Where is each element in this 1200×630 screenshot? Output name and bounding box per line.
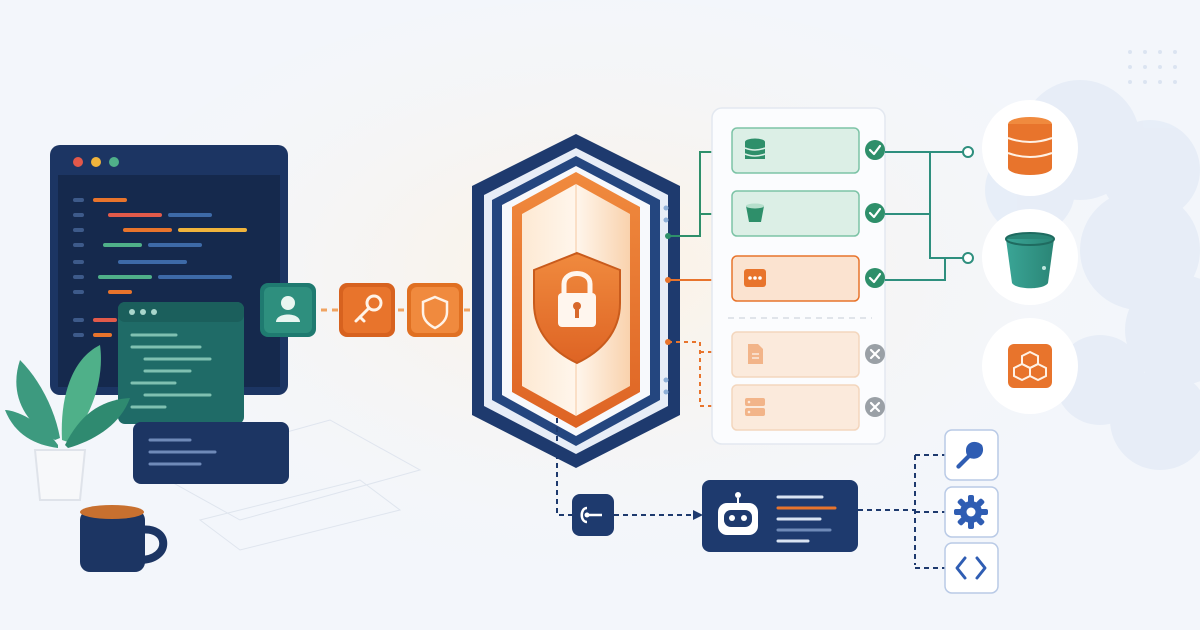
keyboard-icon [133, 422, 289, 484]
x-icon [865, 397, 885, 417]
potted-plant-icon [5, 345, 130, 501]
cloud-resources [982, 100, 1078, 414]
database-cylinder-icon [982, 100, 1078, 196]
cubes-service-icon [982, 318, 1078, 414]
resource-row[interactable] [731, 331, 860, 378]
gear-icon[interactable] [944, 486, 999, 538]
resource-row[interactable] [731, 190, 860, 237]
credential-chain [260, 283, 512, 337]
shield-icon [407, 283, 463, 337]
code-brackets-icon[interactable] [944, 542, 999, 594]
check-icon [865, 203, 885, 223]
robot-icon[interactable] [702, 480, 858, 552]
check-icon [865, 140, 885, 160]
terminal-window-icon [118, 302, 244, 424]
status-to-cloud-connectors [885, 151, 965, 281]
coffee-mug-icon [80, 505, 168, 572]
wrench-icon[interactable] [944, 429, 999, 481]
key-icon [339, 283, 395, 337]
server-icon [745, 398, 765, 416]
resource-rows [731, 127, 885, 431]
dot-grid-decoration [1128, 50, 1177, 84]
document-icon [748, 344, 763, 364]
user-icon [260, 283, 316, 337]
resource-row[interactable] [731, 255, 860, 302]
dots-service-icon [744, 269, 766, 287]
storage-bucket-icon [982, 209, 1078, 305]
lock-shield-icon [472, 134, 680, 468]
agent-flow-connectors [556, 418, 945, 569]
plug-icon[interactable] [572, 494, 614, 536]
tool-list [944, 429, 999, 594]
resource-row[interactable] [731, 384, 860, 431]
bucket-icon [746, 203, 764, 222]
x-icon [865, 344, 885, 364]
check-icon [865, 268, 885, 288]
database-icon [744, 138, 766, 159]
resource-row[interactable] [731, 127, 860, 174]
